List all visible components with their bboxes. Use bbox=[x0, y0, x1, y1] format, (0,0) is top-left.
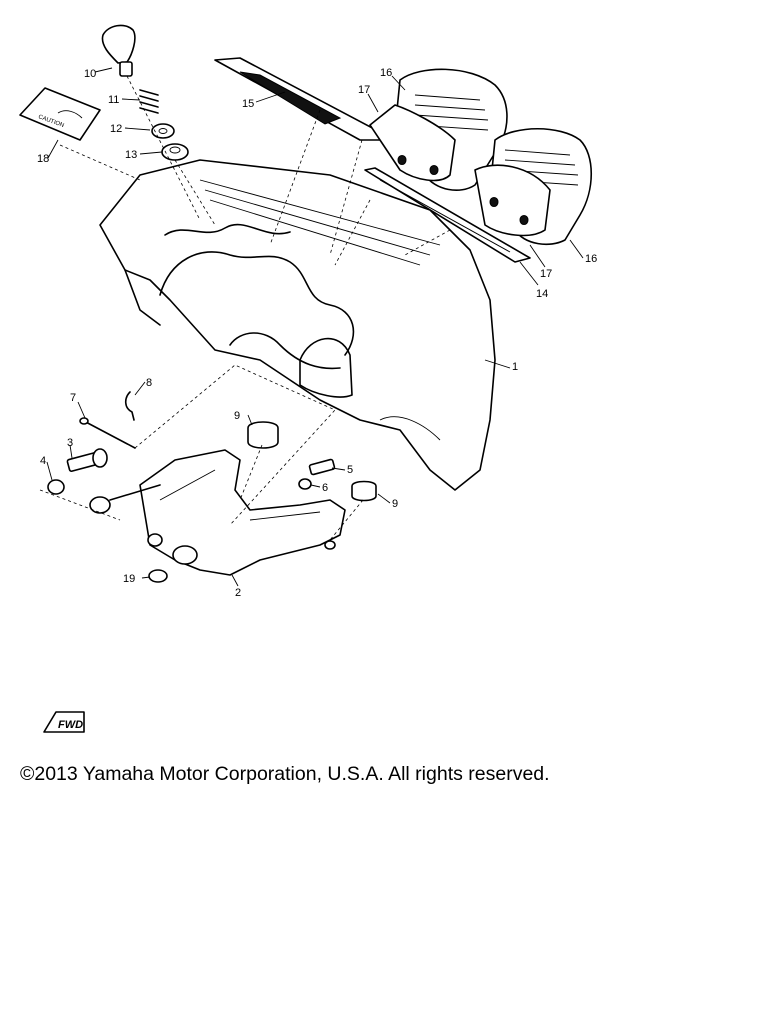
callout-1: 1 bbox=[512, 361, 518, 373]
callout-19: 18 bbox=[37, 153, 49, 165]
callout-10: 10 bbox=[84, 68, 96, 80]
alignment-lines bbox=[39, 75, 451, 541]
caution-plate: CAUTION bbox=[19, 87, 101, 141]
callout-11: 11 bbox=[108, 94, 119, 106]
callout-13: 13 bbox=[125, 149, 137, 161]
callout-12: 12 bbox=[110, 123, 122, 135]
callout-8: 8 bbox=[146, 377, 152, 389]
bracket bbox=[89, 449, 346, 576]
callout-3: 3 bbox=[67, 437, 73, 449]
callout-labels: 10 11 12 13 18 15 16 17 17 16 14 1 8 7 3… bbox=[37, 67, 597, 599]
callout-14: 14 bbox=[536, 288, 548, 300]
callout-17-bottom: 17 bbox=[540, 268, 552, 280]
exploded-parts-diagram: CAUTION bbox=[19, 24, 597, 599]
leader-lines bbox=[46, 67, 584, 587]
callout-17-top: 17 bbox=[358, 84, 370, 96]
svg-text:FWD: FWD bbox=[58, 719, 83, 731]
grille-assembly bbox=[364, 68, 593, 263]
cover-body bbox=[99, 159, 496, 491]
callout-16-top: 16 bbox=[380, 67, 392, 79]
callout-9-top: 9 bbox=[234, 410, 240, 422]
callout-6: 6 bbox=[322, 482, 328, 494]
callout-4: 4 bbox=[40, 455, 46, 467]
callout-5: 5 bbox=[347, 464, 353, 476]
callout-2: 2 bbox=[235, 587, 241, 599]
copyright-notice: ©2013 Yamaha Motor Corporation, U.S.A. A… bbox=[20, 763, 550, 785]
callout-15: 15 bbox=[242, 98, 254, 110]
hardware bbox=[47, 24, 377, 583]
fwd-arrow-badge: FWD bbox=[43, 711, 85, 733]
callout-18: 19 bbox=[123, 573, 135, 585]
callout-7: 7 bbox=[70, 392, 76, 404]
callout-9-bottom: 9 bbox=[392, 498, 398, 510]
callout-16-right: 16 bbox=[585, 253, 597, 265]
